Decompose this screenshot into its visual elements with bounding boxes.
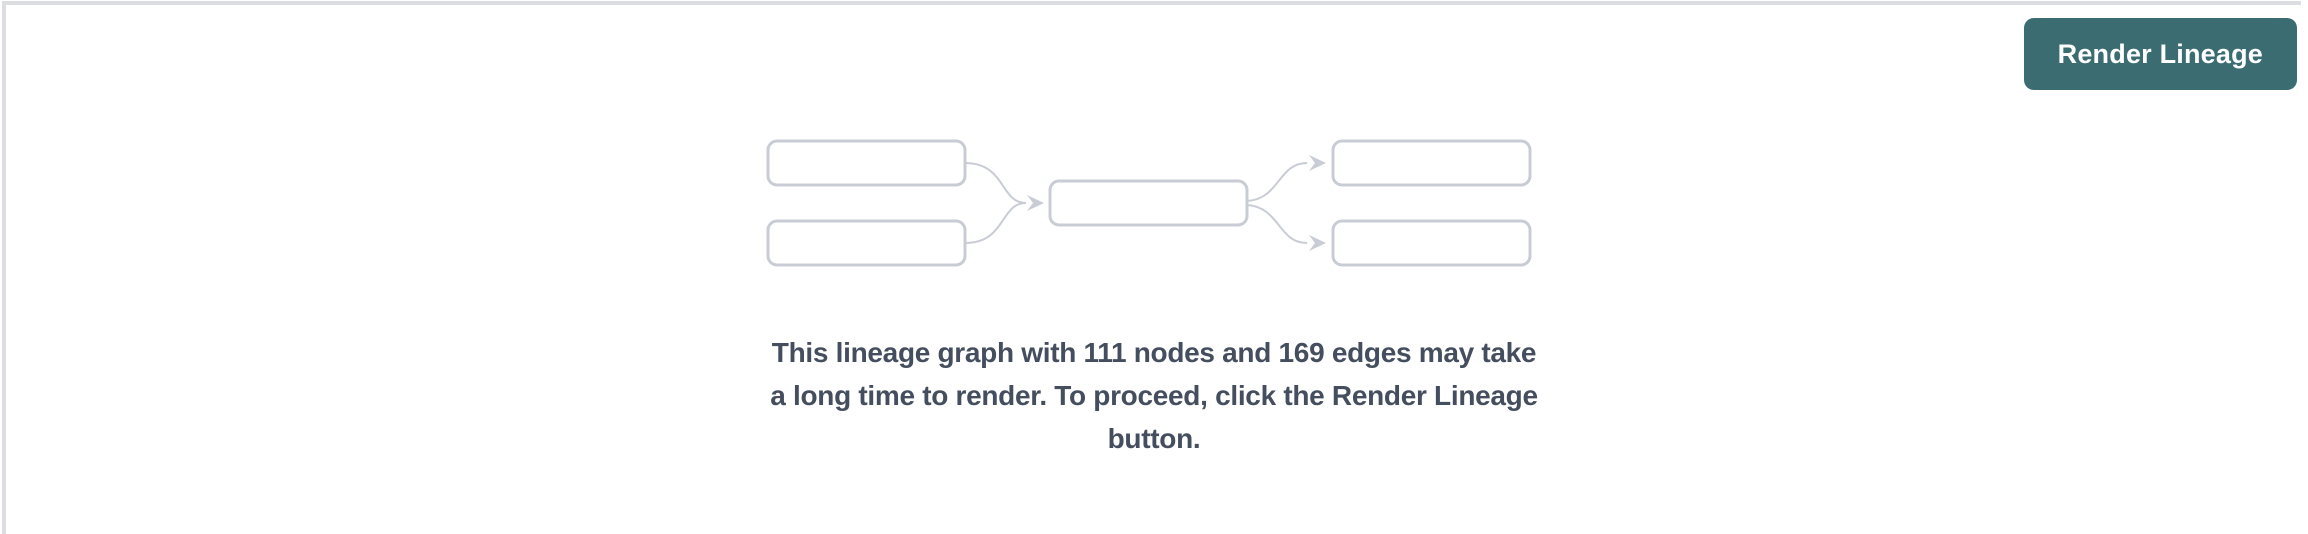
graph-edge <box>1246 204 1308 244</box>
message-line: button. <box>1107 423 1201 454</box>
graph-node-box <box>1048 179 1249 227</box>
lineage-warning-message: This lineage graph with 111 nodes and 16… <box>770 331 1538 460</box>
message-line: This lineage graph with 111 nodes and 16… <box>771 337 1537 368</box>
graph-node-box <box>766 139 967 187</box>
graph-node-box <box>766 219 967 267</box>
panel-top-border <box>6 1 2301 5</box>
graph-nodes <box>766 139 1532 267</box>
graph-node-box <box>1331 139 1532 187</box>
arrowhead-icon <box>1309 235 1326 251</box>
graph-edge <box>964 202 1027 244</box>
graph-edges <box>964 162 1308 244</box>
lineage-prompt-content: This lineage graph with 111 nodes and 16… <box>0 135 2308 460</box>
graph-edge <box>1246 162 1308 202</box>
message-line: a long time to render. To proceed, click… <box>770 380 1538 411</box>
arrowhead-icon <box>1309 155 1326 171</box>
graph-edge <box>964 162 1027 204</box>
graph-arrowheads <box>1027 155 1326 251</box>
arrowhead-icon <box>1027 195 1044 211</box>
render-lineage-button[interactable]: Render Lineage <box>2023 18 2297 90</box>
lineage-placeholder-diagram <box>766 139 1532 267</box>
panel-left-border <box>2 1 6 534</box>
graph-node-box <box>1331 219 1532 267</box>
